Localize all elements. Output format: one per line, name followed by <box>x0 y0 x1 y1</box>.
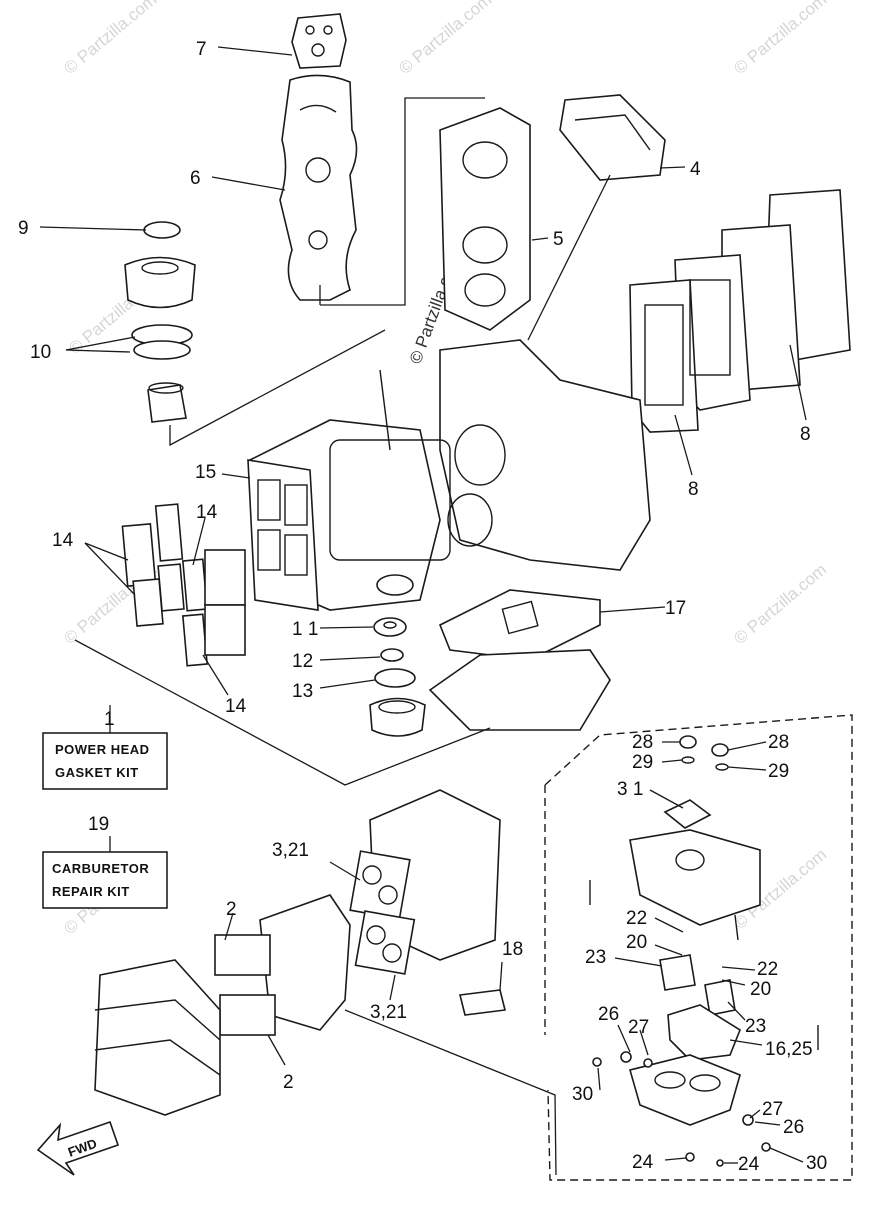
part-11-13-bearings <box>369 617 426 737</box>
part-17-base-gasket <box>428 589 611 731</box>
callout-26: 26 <box>783 1117 804 1138</box>
callout-1: 1 <box>104 709 115 730</box>
callout-6: 6 <box>190 168 201 189</box>
callout-8: 8 <box>800 424 811 445</box>
callout-19: 19 <box>88 814 109 835</box>
watermark: © Partzilla.com <box>60 0 160 78</box>
callout-12: 12 <box>292 651 313 672</box>
callout-27: 27 <box>628 1017 649 1038</box>
watermark: © Partzilla.com <box>730 0 830 78</box>
kit-label-line2: REPAIR KIT <box>52 884 130 899</box>
callout-14: 14 <box>225 696 247 717</box>
watermark: © Partzilla.com <box>730 560 830 648</box>
callout-5: 5 <box>553 229 564 250</box>
callout-28: 28 <box>768 732 789 753</box>
callout-23: 23 <box>745 1016 766 1037</box>
callout-29: 29 <box>632 752 653 773</box>
part-5-cylinder-head <box>439 107 531 331</box>
intake-silencer <box>94 959 221 1116</box>
fwd-arrow-icon: FWD <box>36 1120 120 1176</box>
callout-10: 10 <box>30 342 51 363</box>
callout-11: 1 1 <box>292 619 318 640</box>
callout-labels: 7 6 9 10 5 4 8 8 15 14 14 14 1 1 12 13 1… <box>18 39 827 1175</box>
kit-label-line1: CARBURETOR <box>52 861 149 876</box>
callout-2: 2 <box>283 1072 294 1093</box>
part-6-gasket <box>279 74 358 301</box>
callout-3-21: 3,21 <box>272 840 309 861</box>
callout-24: 24 <box>632 1152 654 1173</box>
callout-22: 22 <box>626 908 647 929</box>
callout-2: 2 <box>226 899 237 920</box>
callout-15: 15 <box>195 462 216 483</box>
callout-3-21: 3,21 <box>370 1002 407 1023</box>
callout-20: 20 <box>750 979 771 1000</box>
callout-30: 30 <box>572 1084 593 1105</box>
callout-23: 23 <box>585 947 606 968</box>
part-7-gasket <box>291 13 347 69</box>
part-15-gasket <box>247 459 319 611</box>
callout-16-25: 16,25 <box>765 1039 813 1060</box>
carb-detail-parts <box>589 735 819 1167</box>
callout-14: 14 <box>52 530 74 551</box>
callout-28: 28 <box>632 732 653 753</box>
callout-18: 18 <box>502 939 523 960</box>
kit-label-line1: POWER HEAD <box>55 742 150 757</box>
kit-box-power-head: POWER HEAD GASKET KIT <box>42 732 168 790</box>
part-8-exhaust-plates <box>629 189 851 433</box>
callout-27: 27 <box>762 1099 783 1120</box>
callout-8: 8 <box>688 479 699 500</box>
leader-lines <box>39 46 807 1176</box>
callout-4: 4 <box>690 159 701 180</box>
callout-17: 17 <box>665 598 686 619</box>
part-14-reed-gaskets <box>121 503 246 667</box>
carburetor-assembly <box>214 789 506 1036</box>
kit-box-carburetor: CARBURETOR REPAIR KIT <box>42 851 168 909</box>
callout-14: 14 <box>196 502 218 523</box>
callout-13: 13 <box>292 681 313 702</box>
callout-24: 24 <box>738 1154 760 1175</box>
kit-label-line2: GASKET KIT <box>55 765 139 780</box>
callout-26: 26 <box>598 1004 619 1025</box>
watermark: © Partzilla.com <box>395 0 495 78</box>
callout-9: 9 <box>18 218 29 239</box>
callout-20: 20 <box>626 932 647 953</box>
part-9-10-seals <box>124 221 196 423</box>
callout-30: 30 <box>806 1153 827 1174</box>
carb-kit-dashed-boundary <box>544 714 853 1181</box>
callout-22: 22 <box>757 959 778 980</box>
part-4-cover <box>559 94 666 181</box>
callout-31: 3 1 <box>617 779 643 800</box>
callout-29: 29 <box>768 761 789 782</box>
callout-7: 7 <box>196 39 207 60</box>
